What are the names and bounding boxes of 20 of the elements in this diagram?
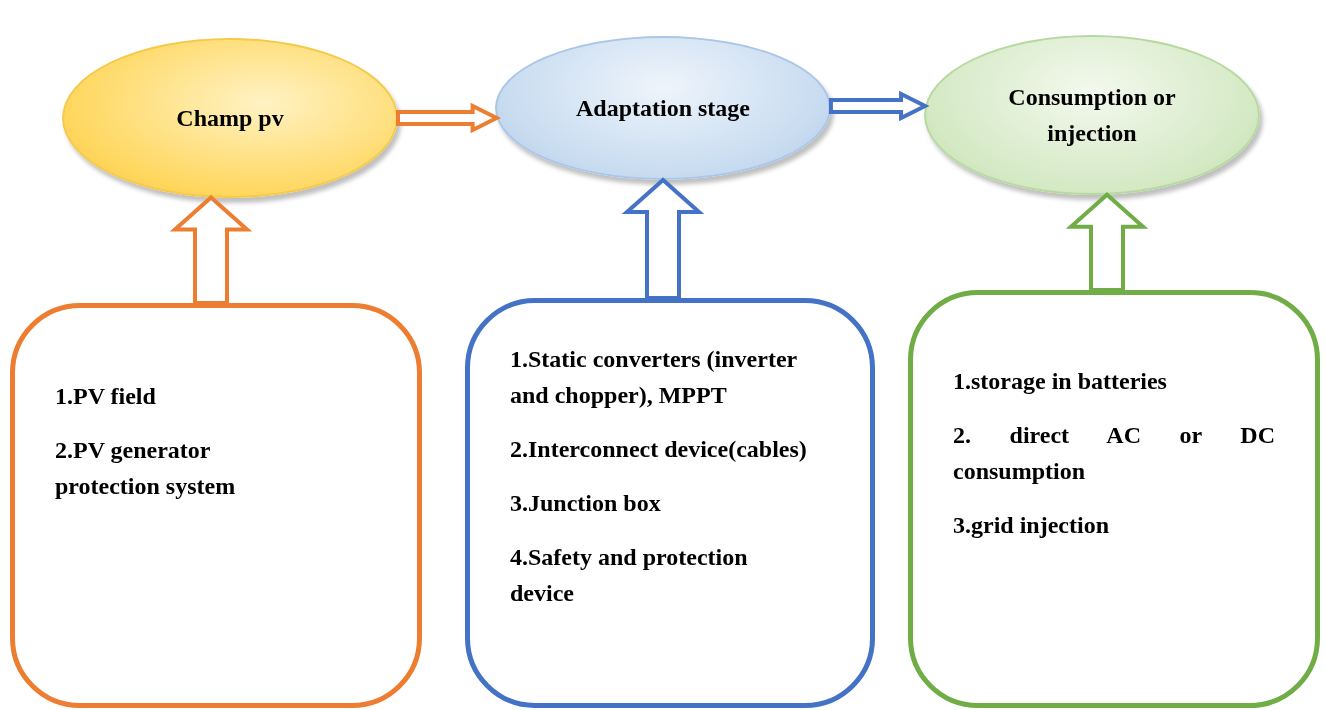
block-arrow: [621, 177, 705, 300]
block-arrow: [169, 194, 253, 305]
rounded-box: [908, 290, 1320, 708]
list-item: 3.grid injection: [953, 511, 1110, 540]
block-arrow: [828, 90, 930, 122]
list-item: 1.storage in batteries: [953, 367, 1168, 396]
rounded-box: [10, 303, 422, 708]
list-item: 4.Safety and protection device: [510, 543, 749, 608]
node-title: Champ pv: [176, 104, 284, 133]
list-item: 3.Junction box: [510, 489, 662, 518]
list-item: 2.PV generator protection system: [55, 436, 237, 501]
block-arrow: [1065, 192, 1149, 292]
block-arrow: [396, 102, 502, 134]
node-title: Consumption or injection: [1007, 83, 1177, 148]
list-item: 1.PV field: [55, 382, 157, 411]
list-item: 2. direct AC or DC consumption: [953, 421, 1275, 486]
node-title: Adaptation stage: [576, 94, 750, 123]
list-item: 1.Static converters (inverter and chopper), MPPT: [510, 345, 798, 410]
rounded-box: [465, 298, 875, 708]
list-item: 2.Interconnect device(cables): [510, 435, 808, 464]
